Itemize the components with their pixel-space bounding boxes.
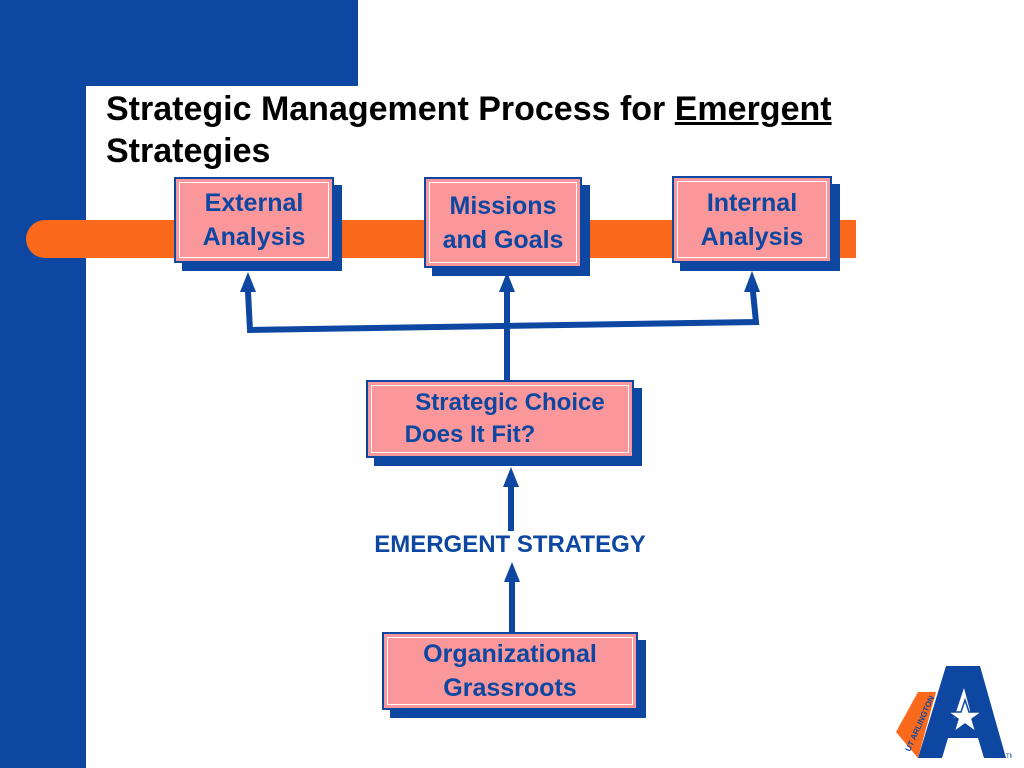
missions-goals-box: Missions and Goals	[424, 177, 582, 268]
missions-line2: and Goals	[442, 225, 564, 254]
ut-arlington-logo: TM UT ARLINGTON	[896, 666, 1012, 760]
star-icon	[945, 697, 985, 734]
arrowhead-emergent	[504, 562, 520, 582]
title-line2: Strategies	[106, 132, 271, 170]
title-underlined-word: Emergent	[674, 90, 832, 128]
internal-line1: Internal	[706, 188, 798, 217]
title-prefix: Strategic Management Process for	[106, 90, 675, 128]
arrowhead-choice	[503, 467, 519, 487]
choice-line2: Does It Fit?	[404, 421, 536, 448]
external-analysis-box: External Analysis	[174, 177, 334, 263]
branch-connector	[244, 288, 760, 334]
slide-title: Strategic Management Process for Emergen…	[106, 88, 986, 172]
choice-line1: Strategic Choice	[415, 389, 605, 416]
external-line2: Analysis	[202, 223, 306, 251]
missions-line1: Missions	[449, 191, 557, 220]
arrowhead-external	[240, 272, 256, 292]
internal-analysis-box: Internal Analysis	[672, 176, 832, 263]
emergent-strategy-label: EMERGENT STRATEGY	[374, 531, 646, 558]
grassroots-line1: Organizational	[423, 640, 597, 668]
left-blue-bar	[0, 0, 86, 768]
arrowhead-missions	[499, 272, 515, 292]
external-line1: External	[204, 189, 304, 217]
internal-line2: Analysis	[700, 222, 804, 251]
strategic-choice-box: Strategic Choice Does It Fit?	[366, 380, 634, 458]
grassroots-line2: Grassroots	[443, 674, 577, 702]
arrowhead-internal	[744, 271, 760, 292]
top-blue-bar	[0, 0, 358, 86]
logo-tm: TM	[1006, 754, 1012, 760]
grassroots-box: Organizational Grassroots	[382, 632, 638, 710]
